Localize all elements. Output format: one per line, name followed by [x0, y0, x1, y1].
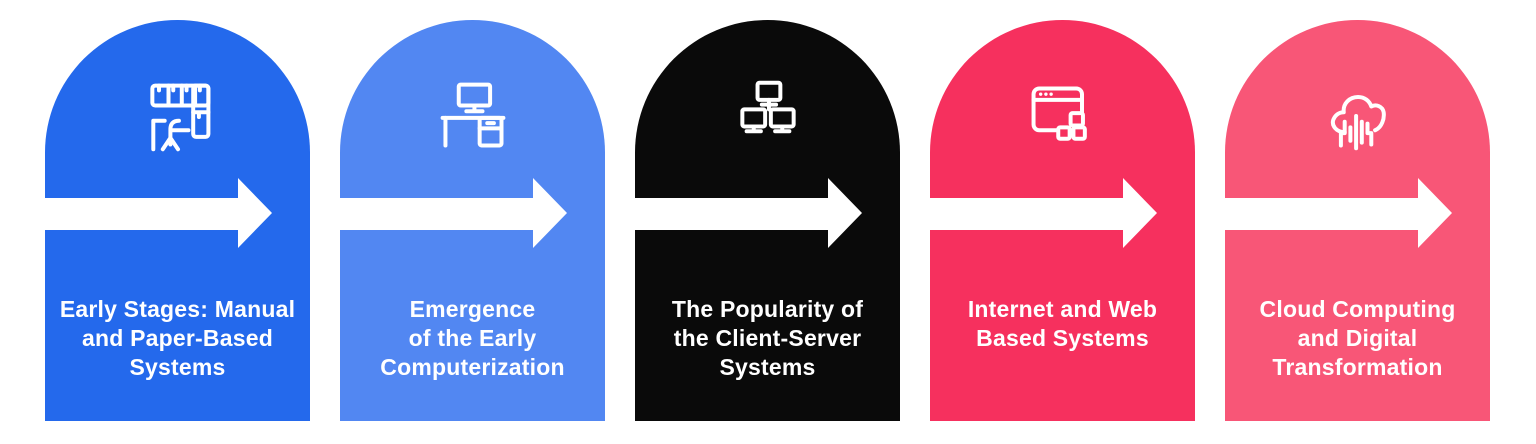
- cloud-circuit-icon: [1320, 78, 1396, 154]
- forward-arrow-icon: [930, 178, 1157, 248]
- stage-internet-web: Internet and Web Based Systems: [930, 20, 1195, 421]
- stage-title-line: Systems: [719, 354, 816, 380]
- stage-title-line: Early Stages: Manual: [59, 296, 296, 322]
- office-workstation-icon: [140, 78, 216, 154]
- stage-title-line: and Paper-Based: [82, 325, 273, 351]
- stage-title-line: the Client-Server: [673, 325, 862, 351]
- stage-title-line: of the Early: [408, 325, 537, 351]
- stage-early-manual-paper: Early Stages: Manual and Paper-Based Sys…: [45, 20, 310, 421]
- stage-title: The Popularity of the Client-Server Syst…: [641, 295, 894, 382]
- web-browser-icon: [1025, 78, 1101, 154]
- stage-early-computerization: Emergence of the Early Computerization: [340, 20, 605, 421]
- stage-cloud-digital: Cloud Computing and Digital Transformati…: [1225, 20, 1490, 421]
- stage-title-line: Internet and Web: [967, 296, 1158, 322]
- computer-desk-icon: [435, 78, 511, 154]
- stage-title: Internet and Web Based Systems: [936, 295, 1189, 353]
- stage-title-line: Based Systems: [976, 325, 1149, 351]
- stage-title: Cloud Computing and Digital Transformati…: [1231, 295, 1484, 382]
- stage-title-line: Cloud Computing: [1259, 296, 1456, 322]
- stage-title-line: The Popularity of: [671, 296, 864, 322]
- stage-title-line: Transformation: [1272, 354, 1443, 380]
- stage-title: Emergence of the Early Computerization: [346, 295, 599, 382]
- stage-title-line: and Digital: [1297, 325, 1418, 351]
- stage-title-line: Emergence: [409, 296, 536, 322]
- stage-title-line: Computerization: [380, 354, 565, 380]
- stage-client-server: The Popularity of the Client-Server Syst…: [635, 20, 900, 421]
- forward-arrow-icon: [340, 178, 567, 248]
- forward-arrow-icon: [635, 178, 862, 248]
- stage-title: Early Stages: Manual and Paper-Based Sys…: [51, 295, 304, 382]
- client-server-network-icon: [730, 78, 806, 154]
- stage-title-line: Systems: [129, 354, 226, 380]
- forward-arrow-icon: [1225, 178, 1452, 248]
- forward-arrow-icon: [45, 178, 272, 248]
